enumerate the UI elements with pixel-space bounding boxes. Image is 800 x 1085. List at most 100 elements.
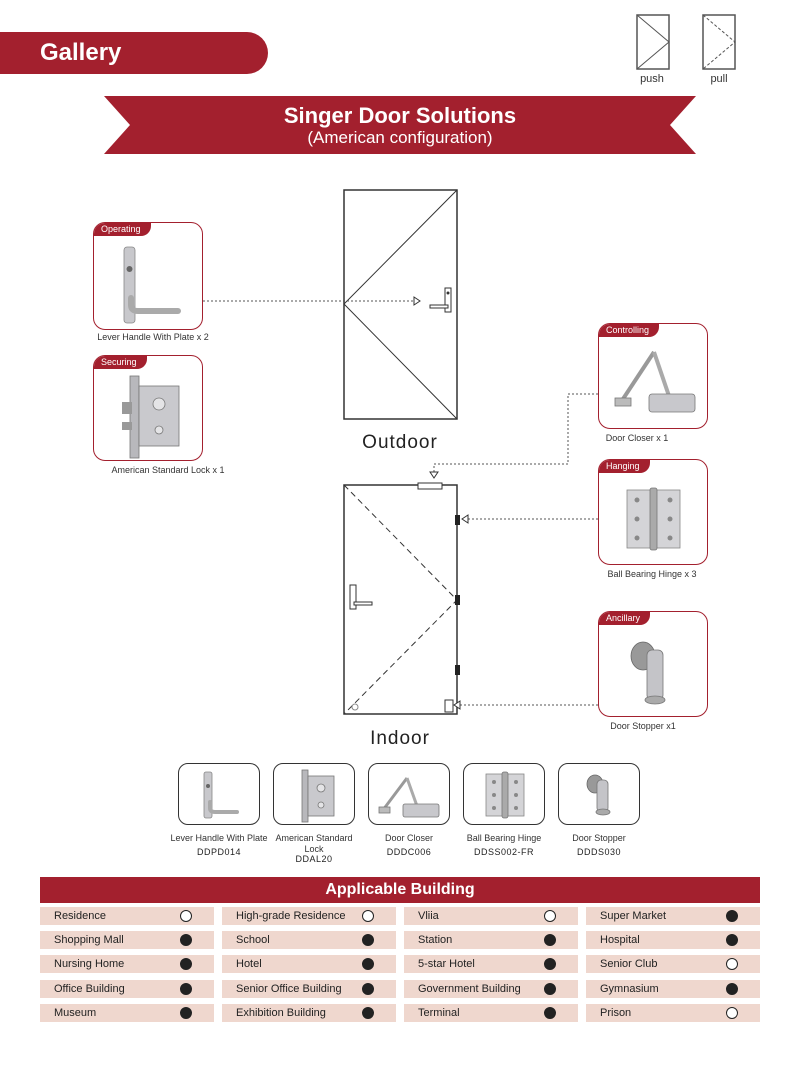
building-cell: Station xyxy=(404,931,578,949)
pull-door-icon xyxy=(702,14,736,70)
building-name: 5-star Hotel xyxy=(418,958,475,970)
card-ancillary-caption: Door Stopper x1 xyxy=(610,721,676,731)
applicable-building-header: Applicable Building xyxy=(40,877,760,903)
building-cell: Government Building xyxy=(404,980,578,998)
hinge-mark-bottom xyxy=(455,665,460,675)
building-cell: Gymnasium xyxy=(586,980,760,998)
outdoor-door xyxy=(343,189,458,420)
applicable-empty-dot-icon xyxy=(726,958,738,970)
building-name: Government Building xyxy=(418,983,521,995)
building-name: Nursing Home xyxy=(54,958,125,970)
legend-push xyxy=(636,14,670,75)
building-cell: Exhibition Building xyxy=(222,1004,396,1022)
card-operating-caption: Lever Handle With Plate x 2 xyxy=(97,332,209,342)
building-name: Terminal xyxy=(418,1007,460,1019)
applicable-filled-dot-icon xyxy=(362,934,374,946)
building-cell: Senior Office Building xyxy=(222,980,396,998)
product-code-stopper: DDDS030 xyxy=(576,847,622,857)
building-name: Station xyxy=(418,934,453,946)
building-name: Hotel xyxy=(236,958,262,970)
building-name: Office Building xyxy=(54,983,125,995)
product-name-hinge: Ball Bearing Hinge xyxy=(466,833,542,843)
card-hanging-tag: Hanging xyxy=(599,460,650,473)
product-name-lock: American Standard Lock xyxy=(275,833,353,854)
applicable-filled-dot-icon xyxy=(180,1007,192,1019)
building-name: Vliia xyxy=(418,910,439,922)
connector-arrows xyxy=(413,296,469,710)
product-name-closer: Door Closer xyxy=(384,833,433,843)
applicable-filled-dot-icon xyxy=(726,910,738,922)
stopper-mark xyxy=(444,699,454,713)
applicable-empty-dot-icon xyxy=(726,1007,738,1019)
card-securing-caption: American Standard Lock x 1 xyxy=(111,465,225,475)
building-cell: School xyxy=(222,931,396,949)
building-name: School xyxy=(236,934,270,946)
door-stopper-icon xyxy=(630,641,666,705)
card-operating-tag: Operating xyxy=(94,223,151,236)
connector-lines xyxy=(203,300,598,706)
building-name: Hospital xyxy=(600,934,640,946)
ball-bearing-hinge-icon xyxy=(626,487,681,551)
building-name: Museum xyxy=(54,1007,97,1019)
card-operating: Operating xyxy=(93,222,203,330)
building-cell: Museum xyxy=(40,1004,214,1022)
card-controlling-caption: Door Closer x 1 xyxy=(605,433,669,443)
building-cell: Hospital xyxy=(586,931,760,949)
applicable-filled-dot-icon xyxy=(544,934,556,946)
product-code-lever: DDPD014 xyxy=(196,847,242,857)
lever-handle-icon xyxy=(123,246,181,324)
product-code-lock: DDAL20 xyxy=(295,854,333,864)
lever-handle-icon xyxy=(203,771,239,819)
banner-title: Singer Door Solutions xyxy=(283,103,517,128)
card-hanging: Hanging xyxy=(598,459,708,565)
card-controlling-tag: Controlling xyxy=(599,324,660,337)
card-securing: Securing xyxy=(93,355,203,461)
mortise-lock-icon xyxy=(301,769,335,823)
applicable-filled-dot-icon xyxy=(362,1007,374,1019)
applicable-filled-dot-icon xyxy=(726,934,738,946)
indoor-door xyxy=(343,482,460,715)
building-name: High-grade Residence xyxy=(236,910,346,922)
card-ancillary-tag: Ancillary xyxy=(599,612,651,625)
indoor-handle xyxy=(349,584,373,610)
applicable-filled-dot-icon xyxy=(362,958,374,970)
product-box-lock xyxy=(273,763,355,825)
building-name: Prison xyxy=(600,1007,632,1019)
outdoor-label: Outdoor xyxy=(362,432,438,453)
applicable-filled-dot-icon xyxy=(180,934,192,946)
applicable-filled-dot-icon xyxy=(544,983,556,995)
door-diagram xyxy=(203,189,598,715)
applicable-filled-dot-icon xyxy=(544,958,556,970)
door-closer-icon xyxy=(378,777,440,818)
closer-mark xyxy=(417,482,443,490)
push-door-icon xyxy=(636,14,670,70)
applicable-filled-dot-icon xyxy=(544,1007,556,1019)
building-name: Residence xyxy=(54,910,106,922)
product-box-closer xyxy=(368,763,450,825)
legend-pull-label: pull xyxy=(710,73,728,85)
applicable-filled-dot-icon xyxy=(726,983,738,995)
gallery-tab: Gallery xyxy=(0,32,268,74)
building-cell: Shopping Mall xyxy=(40,931,214,949)
building-name: Exhibition Building xyxy=(236,1007,326,1019)
applicable-filled-dot-icon xyxy=(362,983,374,995)
card-securing-tag: Securing xyxy=(94,356,147,369)
product-name-lever: Lever Handle With Plate xyxy=(170,833,268,843)
building-cell: Nursing Home xyxy=(40,955,214,973)
banner-subtitle: (American configuration) xyxy=(307,128,493,147)
building-cell: Senior Club xyxy=(586,955,760,973)
building-cell: Office Building xyxy=(40,980,214,998)
building-name: Gymnasium xyxy=(600,983,659,995)
product-box-lever xyxy=(178,763,260,825)
door-closer-icon xyxy=(614,350,696,413)
door-stopper-icon xyxy=(586,774,611,816)
hinge-mark-middle xyxy=(455,595,460,605)
building-name: Senior Club xyxy=(600,958,658,970)
building-name: Super Market xyxy=(600,910,667,922)
applicable-filled-dot-icon xyxy=(180,958,192,970)
applicable-empty-dot-icon xyxy=(180,910,192,922)
mortise-lock-icon xyxy=(122,375,180,459)
indoor-label: Indoor xyxy=(370,728,430,749)
card-controlling: Controlling xyxy=(598,323,708,429)
building-cell: Residence xyxy=(40,907,214,925)
